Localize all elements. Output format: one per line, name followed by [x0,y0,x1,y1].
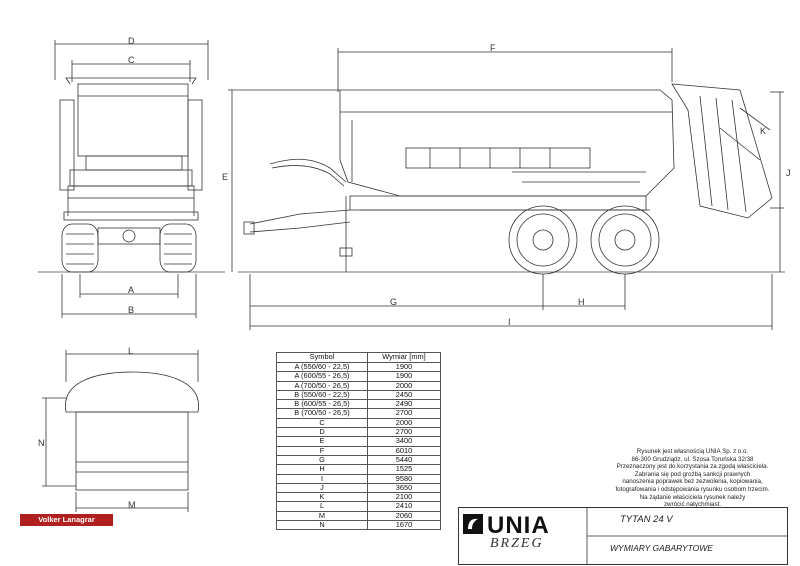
table-cell: E [276,436,368,447]
table-cell: A (700/50 - 26,5) [276,380,368,391]
table-cell: A (600/55 - 26,5) [276,371,368,382]
table-cell: B (700/50 - 26,5) [276,408,368,419]
table-row: A (700/50 - 26,5)2000 [276,380,441,391]
note-line: nanoszenia poprawek bez zezwolenia, kopi… [622,478,763,486]
side-view [228,48,784,330]
brand-city: BRZEG [490,536,544,551]
note-line: Na żądanie właściciela rysunek należy [639,493,746,501]
table-cell: 9580 [367,473,441,484]
note-line: Przeznaczony jest do korzystania za zgod… [616,463,769,471]
note-line: Rysunek jest własnością UNIA Sp. z o.o. [636,448,749,455]
title-block [458,507,788,565]
dimension-table: Symbol Wymiar [mm] A (550/60 - 22,5)1900… [276,352,441,531]
table-cell: H [276,464,368,475]
table-cell: 2000 [367,380,441,391]
table-header-row: Symbol Wymiar [mm] [276,352,441,363]
table-cell: 3400 [367,436,441,447]
dim-label-i: I [508,317,511,327]
brand-name: UNIA [487,512,550,539]
note-line: Zabrania się pod groźbą sankcji prawnych [634,470,751,478]
dim-label-e: E [222,172,229,182]
drawing-title: WYMIARY GABARYTOWE [610,543,713,553]
table-cell: 1670 [367,520,441,531]
table-cell: 2410 [367,501,441,512]
model-name: TYTAN 24 V [620,514,673,525]
table-cell: 1525 [367,464,441,475]
note-line: 86-300 Grudziądz, ul. Szosa Toruńska 32/… [631,455,754,463]
table-cell: N [276,520,368,531]
front-view [54,40,209,318]
dim-label-h: H [578,297,585,307]
dim-label-a: A [128,285,135,295]
table-cell: I [276,473,368,484]
title-block-grid [586,508,787,564]
dim-label-j: J [786,168,791,178]
profile-view [42,350,199,512]
dim-label-f: F [490,43,496,53]
table-header: Symbol [276,352,368,363]
copyright-note: Rysunek jest własnością UNIA Sp. z o.o. … [595,448,790,509]
dim-label-g: G [390,297,398,307]
dim-label-c: C [128,55,135,65]
table-cell: 1900 [367,371,441,382]
dim-label-n: N [38,438,45,448]
table-cell: L [276,501,368,512]
note-line: zwrócić natychmiast. [663,501,722,509]
note-line: fotografowania i odstępowania rysunku os… [615,485,770,493]
table-cell: 2700 [367,408,441,419]
unia-logo-icon [463,514,483,534]
dim-label-b: B [128,305,135,315]
dim-label-d: D [128,36,135,46]
table-row: B (700/50 - 26,5)2700 [276,408,441,419]
table-header: Wymiar [mm] [367,352,441,363]
table-row: A (600/55 - 26,5)1900 [276,371,441,382]
dim-label-k: K [760,126,767,136]
dealer-watermark: Volker Lanagrar [20,514,113,526]
dim-label-m: M [128,500,136,510]
dim-label-l: L [128,346,134,356]
